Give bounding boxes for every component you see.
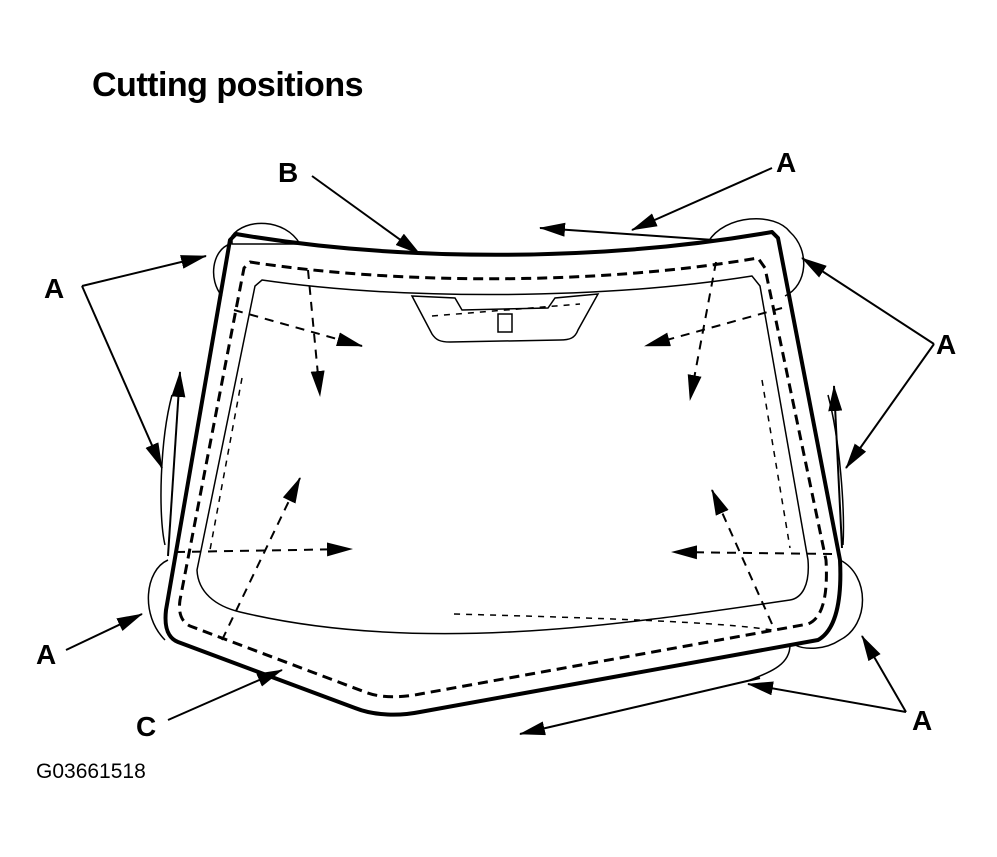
cut-direction-arrows (175, 261, 833, 641)
callout-leaders (65, 167, 935, 721)
leader-a-lower-right-2 (747, 681, 907, 713)
callout-a-lower-right: A (912, 705, 932, 736)
wire-arrow-left-up (167, 371, 186, 557)
windshield-outer-edge (163, 230, 843, 717)
cut-arrow-lower-left-up (221, 477, 301, 641)
leader-a-left-2 (81, 285, 163, 469)
suction-cup-bottom (749, 644, 791, 681)
leader-a-right-2 (845, 343, 935, 469)
suction-cups (147, 217, 864, 681)
figure-id: G03661518 (36, 760, 146, 783)
leader-c (167, 669, 283, 721)
callout-a-left: A (44, 273, 64, 304)
cut-arrow-lower-right-up (711, 489, 773, 625)
leader-a-lower-right-1 (861, 635, 907, 713)
callout-a-lower-left: A (36, 639, 56, 670)
suction-cup-lower-right (794, 559, 864, 650)
diagram-title: Cutting positions (92, 66, 364, 104)
suction-cup-side-left (160, 394, 173, 546)
wire-direction-arrows (167, 222, 843, 736)
cut-arrow-upper-left-down (307, 269, 325, 397)
cut-arrow-upper-left-right (233, 309, 363, 347)
wire-arrow-bottom (519, 677, 761, 736)
suction-cup-lower-left (147, 559, 169, 641)
mirror-mount-outline (410, 293, 600, 343)
inner-cut-guides (209, 303, 791, 631)
callout-c: C (136, 711, 156, 742)
mirror-mount-tab (497, 313, 513, 333)
wire-arrow-top (539, 222, 715, 241)
leader-a-top-right (631, 167, 773, 231)
leader-a-left-1 (81, 255, 207, 287)
leader-a-right-1 (801, 257, 935, 345)
leader-a-lower-left (65, 613, 143, 651)
suction-cup-top-right (707, 217, 805, 297)
cutting-line-c (178, 256, 828, 699)
callout-a-right: A (936, 329, 956, 360)
cut-arrow-upper-right-down (687, 261, 717, 401)
leader-b (311, 175, 421, 255)
cut-arrow-mid-right-left (671, 545, 833, 560)
windshield-inner-edge (196, 275, 810, 635)
callout-a-top-right: A (776, 147, 796, 178)
wire-arrow-right-up (828, 385, 843, 549)
callout-b: B (278, 157, 298, 188)
cut-arrow-upper-right-left (644, 307, 783, 347)
